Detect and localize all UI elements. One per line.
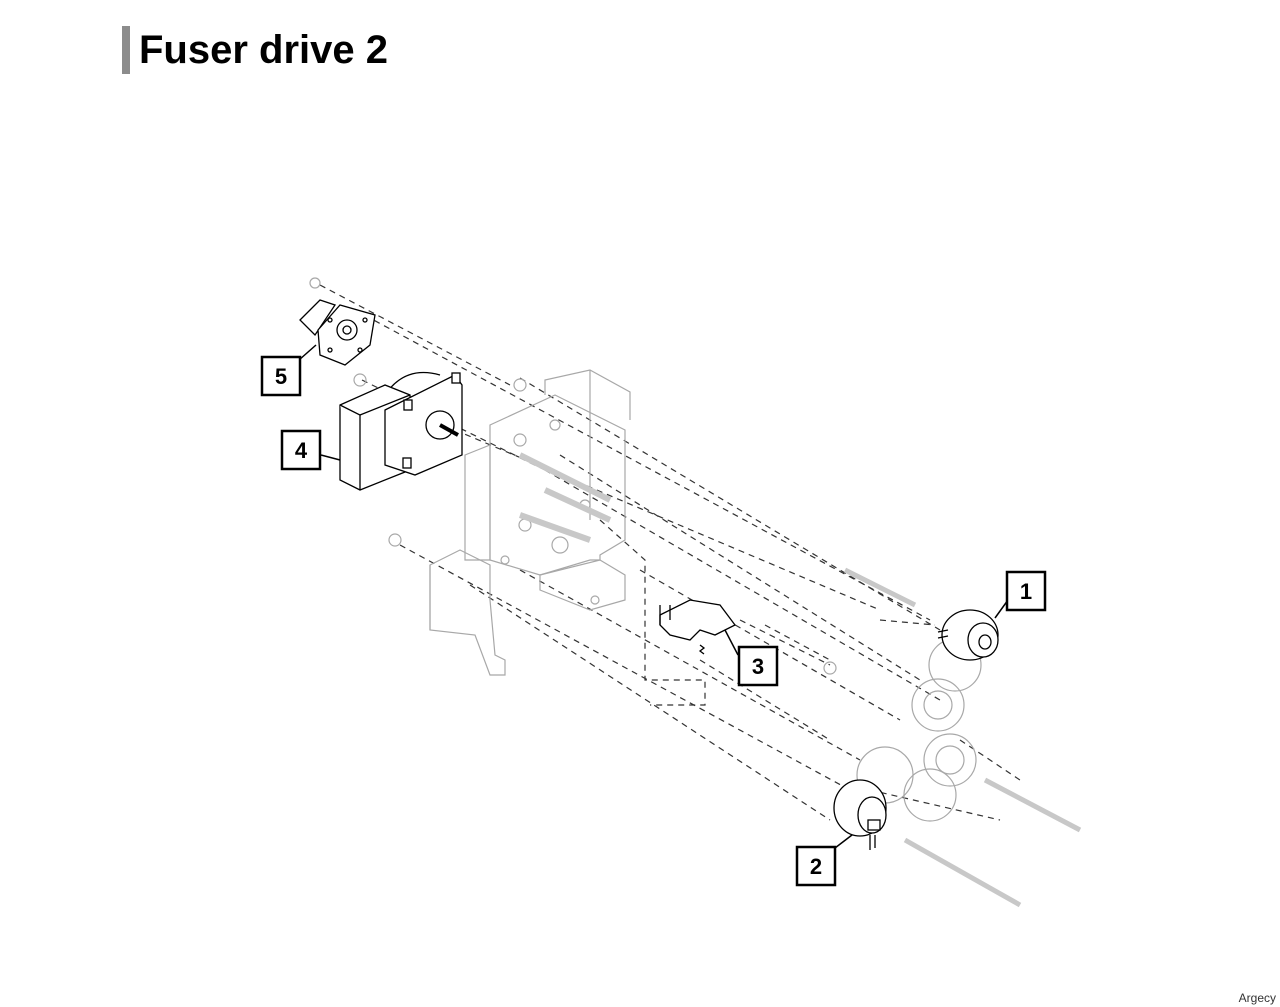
frame-assembly (309, 277, 1082, 908)
callout-2-label: 2 (810, 854, 822, 879)
page-title: Fuser drive 2 (139, 28, 389, 72)
part-5-motor (299, 299, 376, 366)
callout-5-label: 5 (275, 364, 287, 389)
part-3-sensor-bracket (659, 599, 736, 655)
callout-2: 2 (795, 845, 837, 887)
callout-1-label: 1 (1020, 579, 1032, 604)
part-2-clutch (833, 779, 887, 850)
part-4-motor (339, 371, 463, 491)
callout-leaders (298, 344, 1009, 849)
callout-5: 5 (260, 355, 302, 397)
callout-3: 3 (737, 645, 779, 687)
callout-4: 4 (280, 429, 322, 471)
footer-brand: Argecy (1238, 991, 1276, 1005)
callout-1: 1 (1005, 570, 1047, 612)
assembly-lines (319, 284, 1021, 821)
callout-3-label: 3 (752, 654, 764, 679)
part-1-clutch (937, 609, 999, 661)
callout-4-label: 4 (295, 438, 308, 463)
title-accent-bar (122, 26, 130, 74)
